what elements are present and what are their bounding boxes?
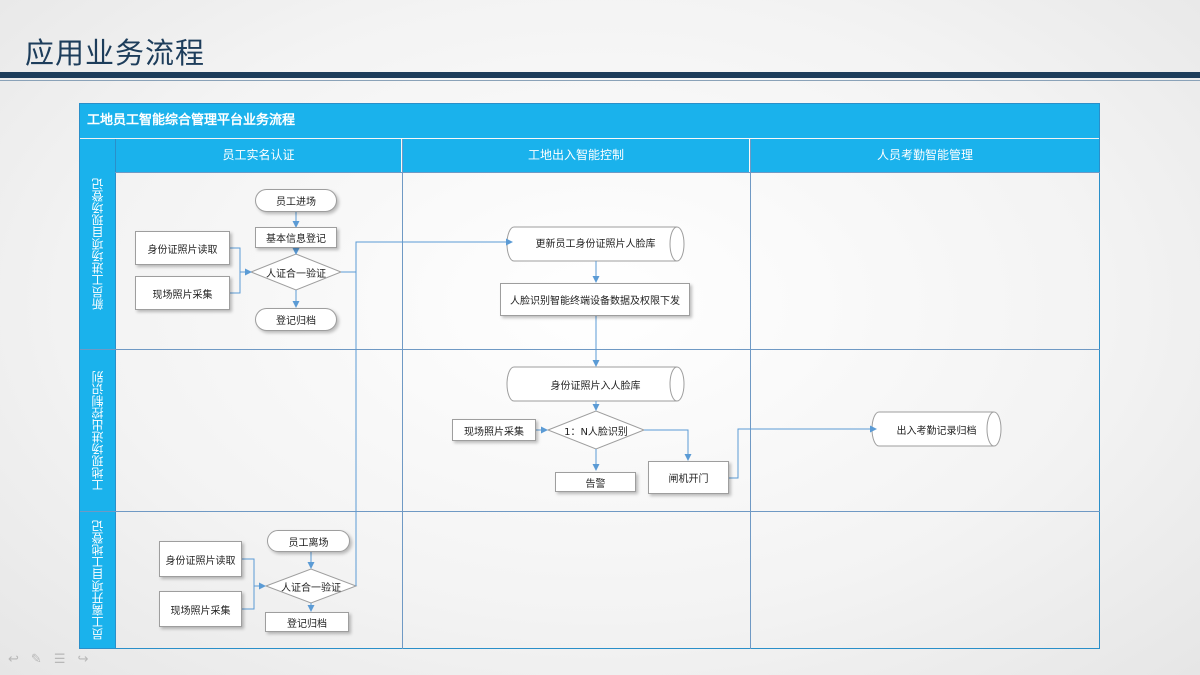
gate-open: 闸机开门 — [648, 461, 729, 494]
site-photo-capture: 现场照片采集 — [452, 419, 536, 441]
lane-divider — [115, 139, 116, 649]
update-face-db-label: 更新员工身份证照片人脸库 — [535, 238, 656, 250]
site-photo-capture: 现场照片采集 — [135, 276, 230, 310]
menu-icon[interactable]: ☰ — [53, 652, 66, 667]
face-match-label: 1：N人脸识别 — [564, 426, 628, 438]
header-divider — [115, 172, 1100, 173]
id-photo-read: 身份证照片读取 — [135, 231, 230, 265]
pen-icon[interactable]: ✎ — [30, 652, 42, 667]
lane-label-text: 员工离开项目工地登记 — [91, 520, 105, 640]
alarm: 告警 — [555, 472, 636, 492]
site-photo-capture: 现场照片采集 — [159, 591, 242, 627]
lane-divider — [80, 511, 1100, 512]
column-divider — [402, 139, 403, 649]
start-employee-leave: 员工离场 — [267, 530, 350, 552]
column-header-attendance: 人员考勤智能管理 — [751, 139, 1099, 172]
lane-label-text: 工地现场进出控制识别 — [91, 370, 105, 491]
attendance-archive-label: 出入考勤记录归档 — [896, 425, 977, 437]
lane-label-leave: 员工离开项目工地登记 — [80, 512, 115, 648]
archive-register: 登记归档 — [265, 612, 349, 632]
issue-data-permissions: 人脸识别智能终端设备数据及权限下发 — [500, 283, 690, 316]
lane-label-entry: 新员工进场项目现场登记 — [80, 139, 115, 349]
archive-register: 登记归档 — [255, 308, 337, 331]
id-face-db-label: 身份证照片入人脸库 — [550, 380, 641, 392]
id-photo-read: 身份证照片读取 — [159, 541, 242, 577]
forward-arrow-icon[interactable]: ↪ — [77, 652, 89, 667]
column-header-access-control: 工地出入智能控制 — [403, 139, 749, 172]
diagram-frame — [79, 103, 1100, 649]
column-divider — [750, 139, 751, 649]
title-rule-thin — [0, 80, 1200, 81]
column-header-real-name: 员工实名认证 — [116, 139, 401, 172]
verify-decision-label: 人证合一验证 — [266, 268, 326, 280]
slide-nav: ↩ ✎ ☰ ↪ — [8, 652, 88, 667]
start-employee-entry: 员工进场 — [255, 189, 337, 212]
title-rule — [0, 72, 1200, 78]
back-arrow-icon[interactable]: ↩ — [8, 652, 19, 667]
verify-decision-label: 人证合一验证 — [281, 582, 341, 594]
slide-title: 应用业务流程 — [25, 36, 206, 70]
basic-info-register: 基本信息登记 — [255, 227, 337, 248]
lane-label-access: 工地现场进出控制识别 — [80, 350, 115, 511]
lane-divider — [80, 349, 1100, 350]
lane-label-text: 新员工进场项目现场登记 — [91, 178, 105, 310]
diagram-header: 工地员工智能综合管理平台业务流程 — [80, 104, 1099, 138]
